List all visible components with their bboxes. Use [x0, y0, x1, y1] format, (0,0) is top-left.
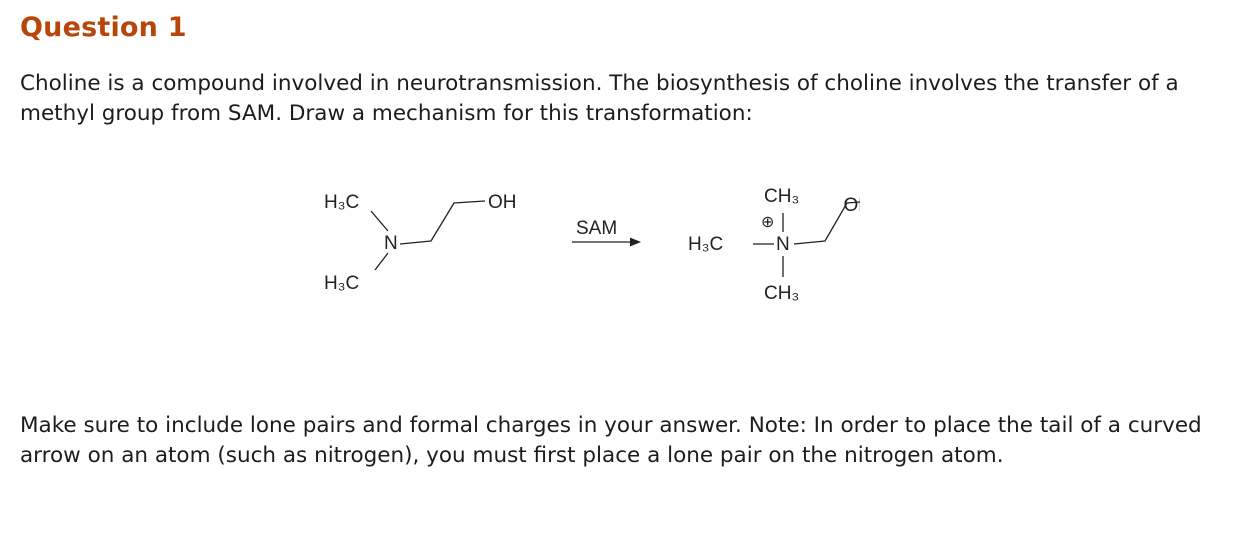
reactant-hydroxyl-label: OH [488, 192, 517, 213]
reactant-methyl-top-label: H₃C [324, 192, 359, 213]
product-charge-label: ⊕ [761, 214, 774, 231]
reaction-arrow-group: SAM [572, 218, 641, 247]
product-methyl-left-label: H₃C [688, 234, 723, 255]
reaction-scheme: H₃C H₃C N OH SAM CH₃ ⊕ H₃C N CH₃ OH [324, 186, 860, 304]
reactant-dimethylaminoethanol: H₃C H₃C N OH [324, 192, 517, 294]
question-intro-text: Choline is a compound involved in neurot… [20, 71, 1179, 126]
product-hydroxyl-label: OH [844, 195, 861, 216]
question-title: Question 1 [20, 12, 187, 43]
product-ethylene-chain [793, 201, 860, 245]
reactant-bond-ch3-top-n [370, 210, 389, 232]
reactant-methyl-bottom-label: H₃C [324, 273, 359, 294]
product-methyl-bottom-label: CH₃ [764, 283, 799, 304]
reactant-bond-ch3-bottom-n [374, 252, 389, 271]
reagent-label: SAM [576, 218, 617, 239]
product-nitrogen-label: N [776, 234, 790, 255]
reaction-arrow-head [630, 237, 641, 247]
reactant-nitrogen-label: N [384, 233, 398, 254]
product-choline: CH₃ ⊕ H₃C N CH₃ OH [688, 186, 860, 304]
product-methyl-top-label: CH₃ [764, 186, 799, 207]
answer-instructions-text: Make sure to include lone pairs and form… [20, 413, 1202, 468]
reactant-ethylene-chain [399, 200, 486, 245]
